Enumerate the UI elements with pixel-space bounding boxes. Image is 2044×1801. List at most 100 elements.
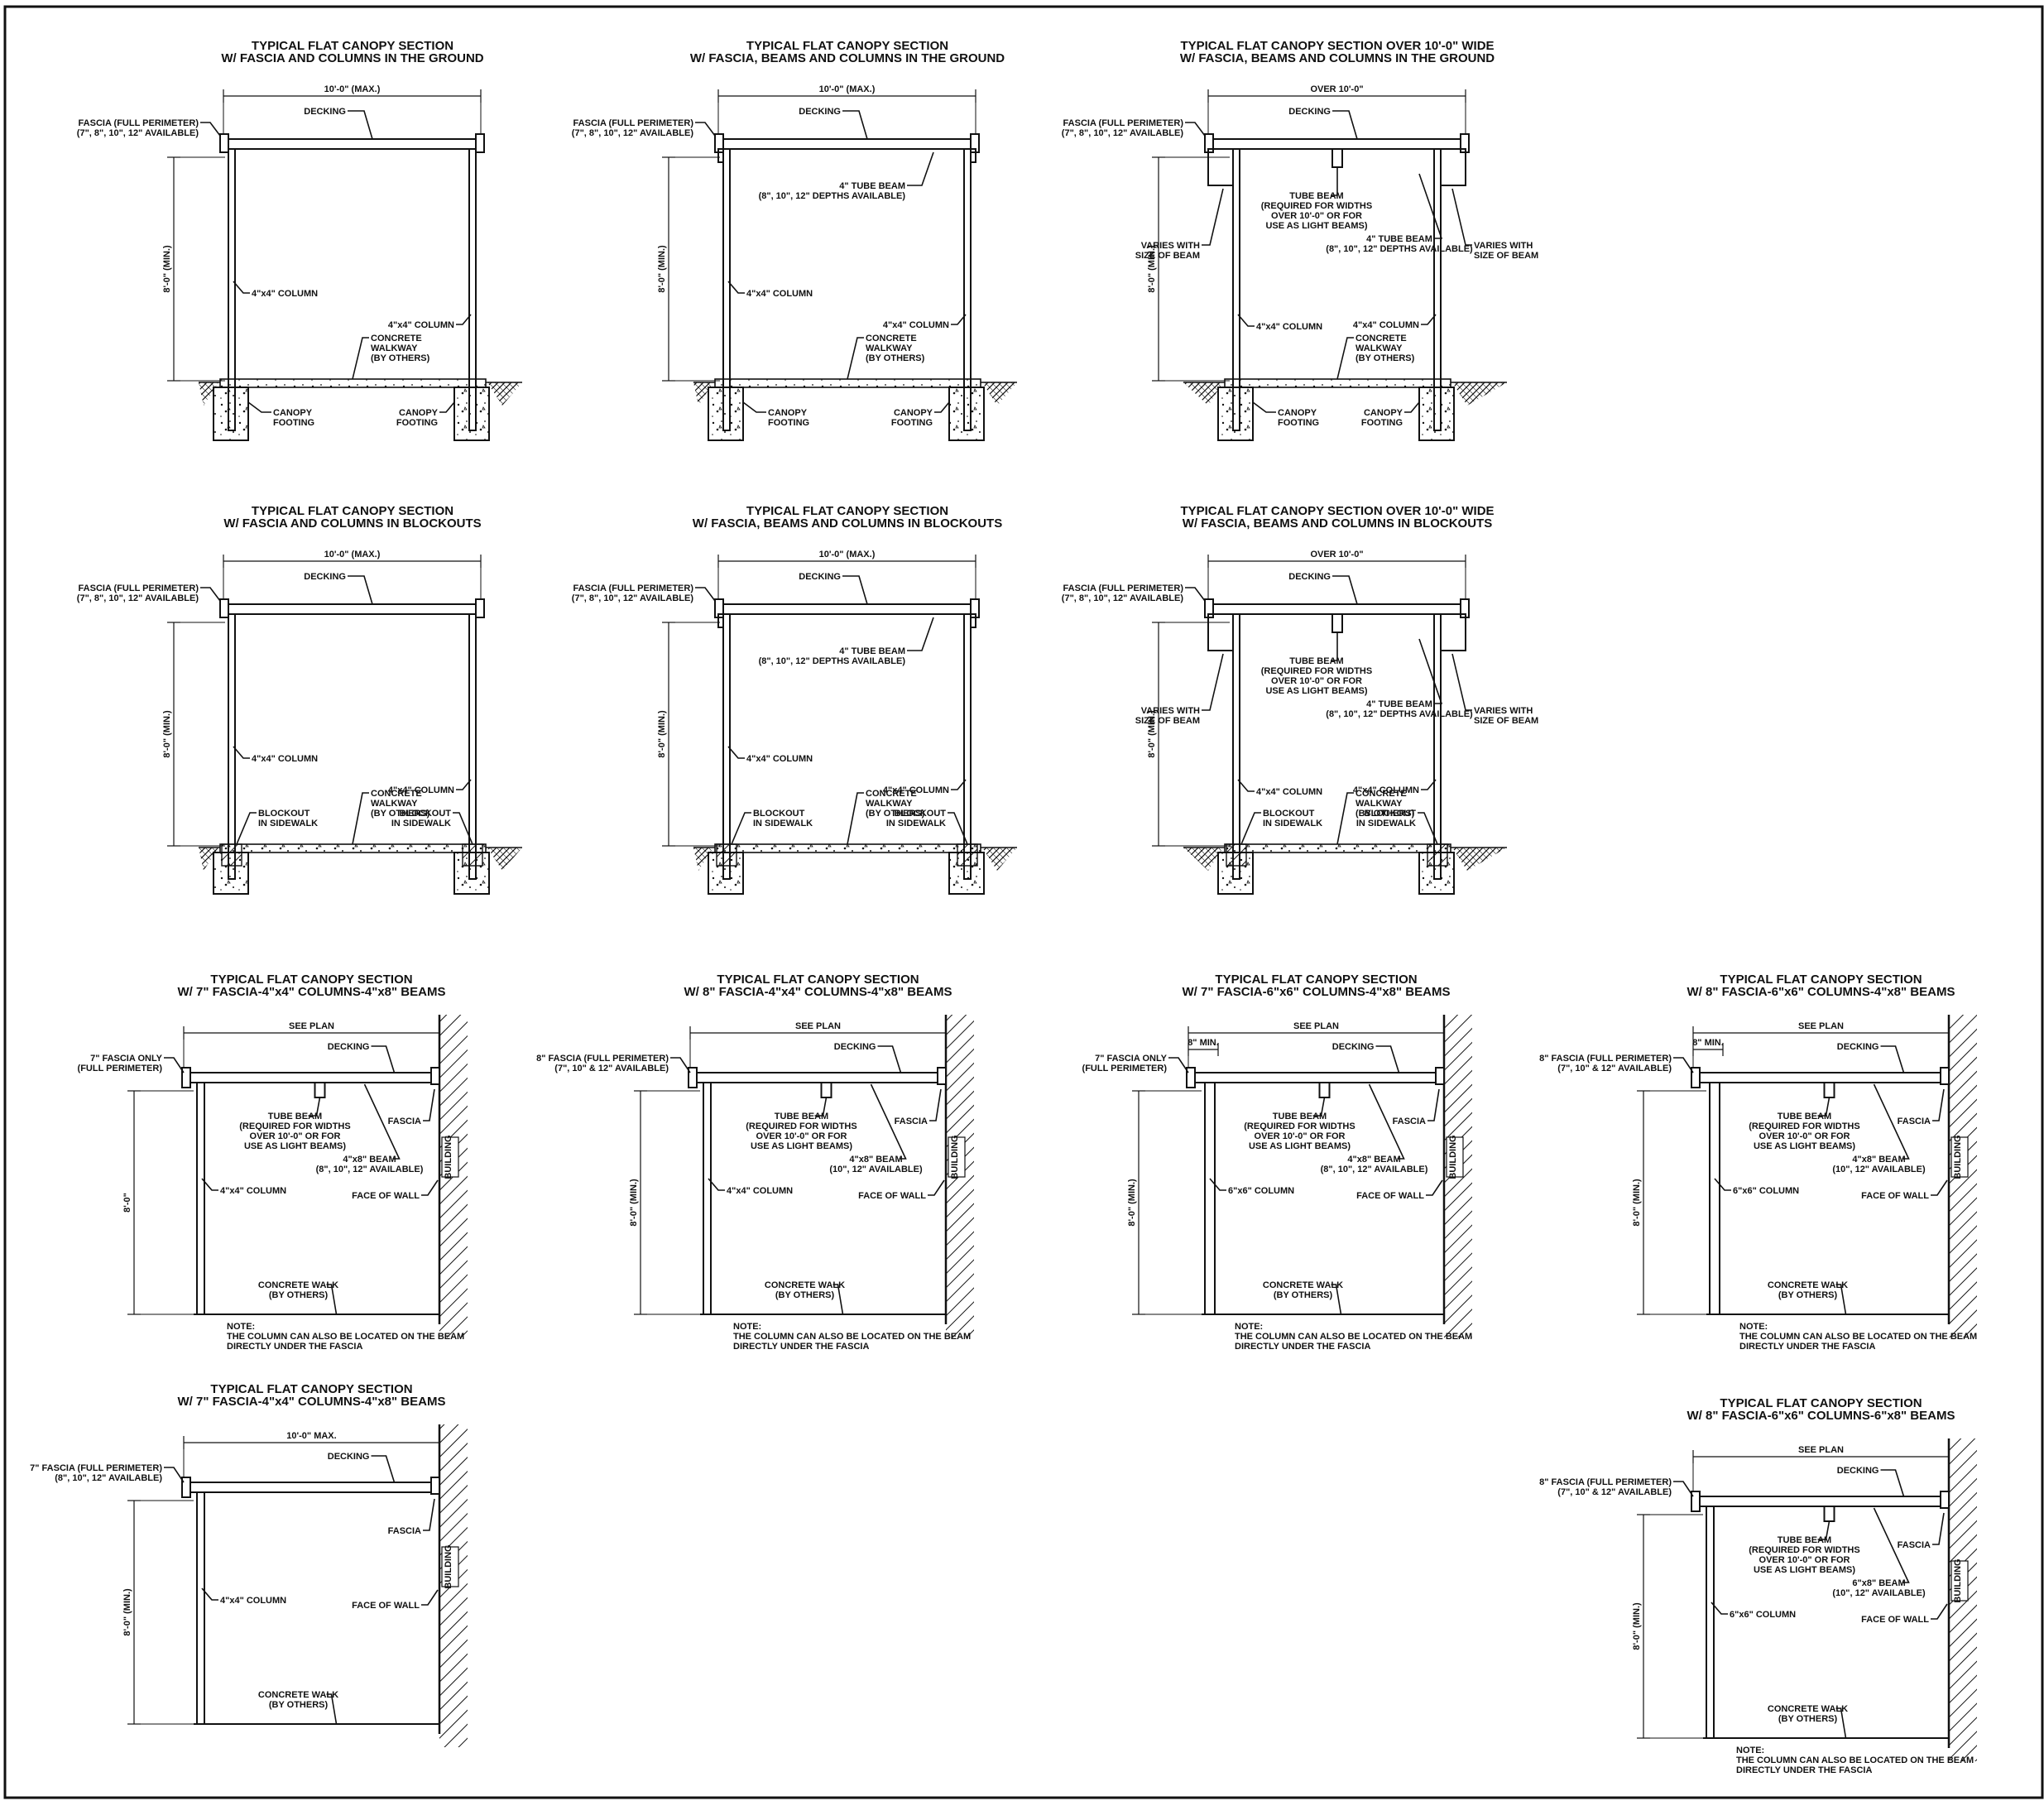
fascia-left (1691, 1067, 1701, 1088)
leader-fascia (1673, 1481, 1694, 1497)
label-foot-right-line: FOOTING (396, 418, 438, 428)
label-col-right-line: 4"x4" COLUMN (1353, 320, 1419, 330)
leader-tube (308, 1097, 321, 1117)
label-col-left: 4"x4" COLUMN (1256, 787, 1322, 797)
label-note: NOTE:THE COLUMN CAN ALSO BE LOCATED ON T… (227, 1322, 464, 1352)
leader-col-right (951, 314, 967, 325)
label-beam: 4" TUBE BEAM(8", 10", 12" DEPTHS AVAILAB… (1326, 699, 1473, 719)
leader-fascia (1168, 1057, 1189, 1073)
tube-beam (1331, 148, 1343, 168)
leader-block-right (1418, 812, 1438, 845)
detail-title-line: W/ FASCIA, BEAMS AND COLUMNS IN THE GROU… (1180, 51, 1495, 65)
label-beam-line: 4"x8" BEAM (1347, 1155, 1400, 1165)
label-walk-line: CONCRETE (866, 789, 917, 799)
label-fascia: 7" FASCIA (FULL PERIMETER)(8", 10", 12" … (30, 1463, 162, 1483)
footing-right (1418, 387, 1455, 441)
detail-title-line: W/ 7" FASCIA-6"x6" COLUMNS-4"x8" BEAMS (1183, 985, 1451, 999)
label-beam-line: 4" TUBE BEAM (839, 646, 905, 656)
detail-title-line: W/ FASCIA, BEAMS AND COLUMNS IN BLOCKOUT… (1183, 516, 1492, 531)
leader-decking (1375, 1045, 1400, 1073)
earth-fill (1452, 848, 1507, 871)
canopy-deck (223, 138, 482, 150)
label-fascia-r-line: FASCIA (895, 1117, 928, 1126)
leader-foot-left (1252, 401, 1276, 413)
label-fascia-r: FASCIA (895, 1117, 928, 1126)
label-fascia-line: 8" FASCIA (FULL PERIMETER) (1539, 1054, 1672, 1064)
building-label: BUILDING (1448, 1135, 1458, 1179)
label-col-left-line: 4"x4" COLUMN (252, 289, 318, 299)
leader-block-left (236, 812, 257, 845)
leader-beam (870, 1083, 907, 1160)
tube-beam (1318, 1082, 1331, 1098)
label-face-line: FACE OF WALL (352, 1191, 420, 1201)
label-decking: DECKING (304, 107, 346, 117)
leader-decking (1332, 575, 1358, 605)
label-foot-left-line: FOOTING (768, 418, 809, 428)
column (196, 1082, 205, 1315)
label-beam-line: (8", 10", 12" DEPTHS AVAILABLE) (759, 656, 906, 666)
leader-col-left (727, 281, 745, 294)
top-dimension: OVER 10'-0" (1310, 84, 1363, 94)
label-note-line: THE COLUMN CAN ALSO BE LOCATED ON THE BE… (1235, 1332, 1472, 1342)
label-col: 4"x4" COLUMN (220, 1596, 286, 1606)
footing-left (1217, 387, 1254, 441)
top-dimension: SEE PLAN (1798, 1021, 1844, 1031)
label-beam-line: (10", 12" AVAILABLE) (1832, 1165, 1926, 1174)
detail-title-line: TYPICAL FLAT CANOPY SECTION (717, 973, 919, 987)
label-face-line: FACE OF WALL (858, 1191, 926, 1201)
fascia-right (1940, 1067, 1950, 1085)
label-tube-line: TUBE BEAM (1273, 1112, 1327, 1121)
leader-decking (877, 1045, 902, 1073)
label-walk-line: CONCRETE WALK (258, 1690, 338, 1700)
leader-walk (1331, 1284, 1342, 1315)
detail-title-line: W/ FASCIA, BEAMS AND COLUMNS IN BLOCKOUT… (693, 516, 1002, 531)
label-block-left-line: BLOCKOUT (1263, 809, 1315, 819)
detail-title-line: TYPICAL FLAT CANOPY SECTION (1215, 973, 1417, 987)
label-varies-left-line: VARIES WITH (1141, 706, 1200, 716)
label-tube-line: USE AS LIGHT BEAMS) (1265, 221, 1367, 231)
earth-fill (1183, 848, 1223, 871)
label-tube-line: OVER 10'-0" OR FOR (1759, 1555, 1850, 1565)
leader-fascia (695, 122, 716, 137)
leader-tube (1331, 167, 1338, 196)
top-dimension: 10'-0" (MAX.) (324, 84, 381, 94)
leader-col-right (1421, 314, 1437, 325)
label-col-right: 4"x4" COLUMN (1353, 320, 1419, 330)
label-decking-line: DECKING (799, 107, 841, 117)
leader-walk (326, 1284, 338, 1315)
label-decking-line: DECKING (1332, 1042, 1375, 1052)
tube-beam (1331, 613, 1343, 633)
label-foot-right-line: CANOPY (399, 408, 439, 418)
leader-face (928, 1179, 945, 1196)
label-face: FACE OF WALL (1356, 1191, 1424, 1201)
label-tube-line: TUBE BEAM (1289, 191, 1343, 201)
label-beam-line: (10", 12" AVAILABLE) (829, 1165, 923, 1174)
label-walk-line: CONCRETE WALK (765, 1280, 845, 1290)
label-fascia-line: (7", 10" & 12" AVAILABLE) (1557, 1064, 1672, 1073)
earth-fill (487, 848, 522, 871)
canopy-deck (183, 1072, 440, 1083)
label-fascia: 7" FASCIA ONLY(FULL PERIMETER) (1082, 1054, 1168, 1073)
leader-beam (1418, 173, 1443, 239)
label-fascia: 8" FASCIA (FULL PERIMETER)(7", 10" & 12"… (536, 1054, 669, 1073)
column (1706, 1506, 1715, 1739)
label-walk-line: (BY OTHERS) (866, 809, 925, 819)
label-walk-line: WALKWAY (866, 343, 913, 353)
leader-walk (1835, 1707, 1847, 1739)
label-fascia-line: FASCIA (FULL PERIMETER) (79, 118, 199, 128)
label-fascia: 8" FASCIA (FULL PERIMETER)(7", 10" & 12"… (1539, 1477, 1672, 1497)
detail-title-line: TYPICAL FLAT CANOPY SECTION (210, 1382, 412, 1396)
label-col-left-line: 4"x4" COLUMN (252, 754, 318, 764)
blockout-left (221, 843, 242, 867)
label-tube-line: (REQUIRED FOR WIDTHS (1261, 666, 1372, 676)
label-varies-left-line: SIZE OF BEAM (1135, 716, 1200, 726)
leader-beam (907, 151, 934, 186)
label-foot-right-line: FOOTING (891, 418, 933, 428)
